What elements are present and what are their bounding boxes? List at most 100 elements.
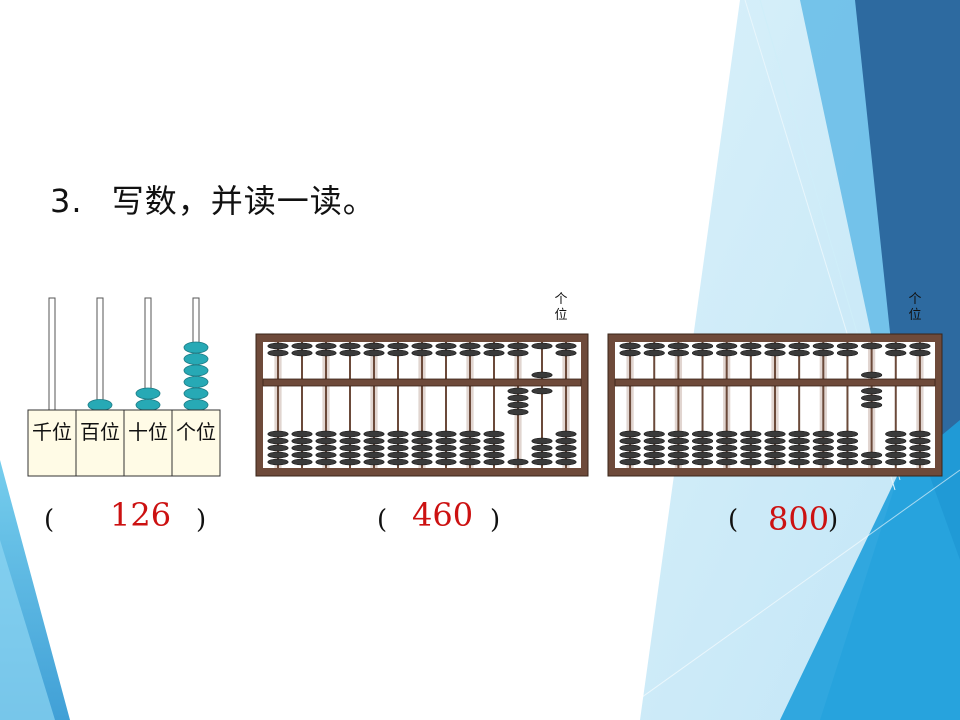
abacus-upper-bead (459, 349, 481, 357)
abacus-lower-bead (411, 451, 433, 459)
abacus-lower-bead (555, 458, 577, 466)
abacus-lower-bead (861, 394, 883, 402)
thin-line (609, 469, 960, 720)
abacus-lower-bead (691, 458, 714, 466)
abacus-lower-bead (643, 444, 665, 452)
abacus-upper-bead (836, 342, 859, 350)
abacus-2-unit-label: 个位 (908, 292, 922, 323)
abacus-upper-bead (363, 349, 385, 357)
abacus-lower-bead (788, 458, 810, 466)
counting-bead (183, 341, 209, 354)
answer-1: 126 (110, 496, 172, 534)
abacus-lower-bead (531, 387, 553, 395)
abacus-lower-bead (291, 437, 313, 445)
abacus-lower-bead (411, 430, 433, 438)
abacus-lower-bead (836, 430, 859, 438)
abacus-lower-bead (411, 458, 433, 466)
paren-open-1: ( (44, 505, 55, 535)
abacus-lower-bead (315, 458, 337, 466)
abacus-1-unit-label: 个位 (554, 292, 568, 323)
counting-bead (183, 353, 209, 365)
abacus-lower-bead (507, 394, 529, 402)
left-bottom-triangle-light (0, 540, 55, 720)
paren-close-2: ) (490, 505, 501, 535)
abacus-upper-bead (363, 342, 385, 350)
abacus-upper-bead (387, 342, 409, 350)
abacus-lower-bead (812, 437, 834, 445)
abacus-lower-bead (483, 458, 505, 466)
abacus-upper-bead (861, 371, 883, 379)
abacus-upper-bead (267, 342, 289, 350)
abacus-lower-bead (435, 458, 457, 466)
abacus-upper-bead (507, 349, 529, 357)
abacus-lower-bead (267, 437, 289, 445)
counting-bead (183, 376, 209, 388)
abacus-lower-bead (643, 451, 665, 459)
abacus-lower-bead (387, 437, 409, 445)
abacus-lower-bead (555, 437, 577, 445)
abacus-upper-bead (619, 349, 641, 357)
abacus-lower-bead (555, 444, 577, 452)
abacus-lower-bead (387, 430, 409, 438)
abacus-lower-bead (909, 437, 931, 445)
abacus-upper-bead (812, 349, 834, 357)
abacus-lower-bead (716, 458, 738, 466)
abacus-lower-bead (339, 437, 361, 445)
abacus-beam (614, 378, 936, 387)
abacus-upper-bead (315, 342, 337, 350)
abacus-lower-bead (531, 444, 553, 452)
abacus-lower-bead (507, 408, 529, 416)
abacus-lower-bead (740, 451, 762, 459)
abacus-lower-bead (619, 458, 641, 466)
abacus-lower-bead (812, 444, 834, 452)
abacus-lower-bead (267, 444, 289, 452)
abacus-lower-bead (363, 458, 385, 466)
abacus-lower-bead (435, 444, 457, 452)
abacus-lower-bead (315, 437, 337, 445)
abacus-upper-bead (339, 342, 361, 350)
abacus-upper-bead (483, 342, 505, 350)
abacus-lower-bead (764, 451, 786, 459)
abacus-lower-bead (643, 437, 665, 445)
abacus-lower-bead (812, 430, 834, 438)
abacus-upper-bead (716, 349, 738, 357)
abacus-lower-bead (387, 444, 409, 452)
abacus-lower-bead (812, 458, 834, 466)
abacus-upper-bead (531, 371, 553, 379)
abacus-lower-bead (619, 451, 641, 459)
abacus-upper-bead (339, 349, 361, 357)
abacus-lower-bead (764, 430, 786, 438)
abacus-upper-bead (435, 349, 457, 357)
abacus-upper-bead (507, 342, 529, 350)
counting-bead (183, 364, 209, 377)
question-text: 写数，并读一读。 (111, 182, 376, 220)
abacus-lower-bead (812, 451, 834, 459)
abacus-beam (262, 378, 582, 387)
abacus-lower-bead (740, 444, 762, 452)
abacus-lower-bead (435, 430, 457, 438)
abacus-upper-bead (836, 349, 859, 357)
abacus-lower-bead (555, 451, 577, 459)
abacus-upper-bead (667, 349, 689, 357)
paren-close-1: ) (196, 505, 207, 535)
abacus-upper-bead (411, 342, 433, 350)
abacus-upper-bead (740, 342, 762, 350)
abacus-lower-bead (531, 437, 553, 445)
abacus-lower-bead (836, 458, 859, 466)
counting-bead (183, 387, 209, 400)
place-label-hundreds: 百位 (80, 420, 120, 444)
abacus-upper-bead (667, 342, 689, 350)
abacus-lower-bead (716, 437, 738, 445)
abacus-lower-bead (667, 458, 689, 466)
abacus-lower-bead (507, 401, 529, 409)
place-label-thousands: 千位 (32, 420, 72, 444)
abacus-upper-bead (812, 342, 834, 350)
abacus-lower-bead (764, 458, 786, 466)
abacus-lower-bead (764, 444, 786, 452)
abacus-lower-bead (740, 437, 762, 445)
abacus-lower-bead (267, 458, 289, 466)
abacus-upper-bead (861, 342, 883, 350)
abacus-lower-bead (716, 430, 738, 438)
abacus-lower-bead (909, 458, 931, 466)
